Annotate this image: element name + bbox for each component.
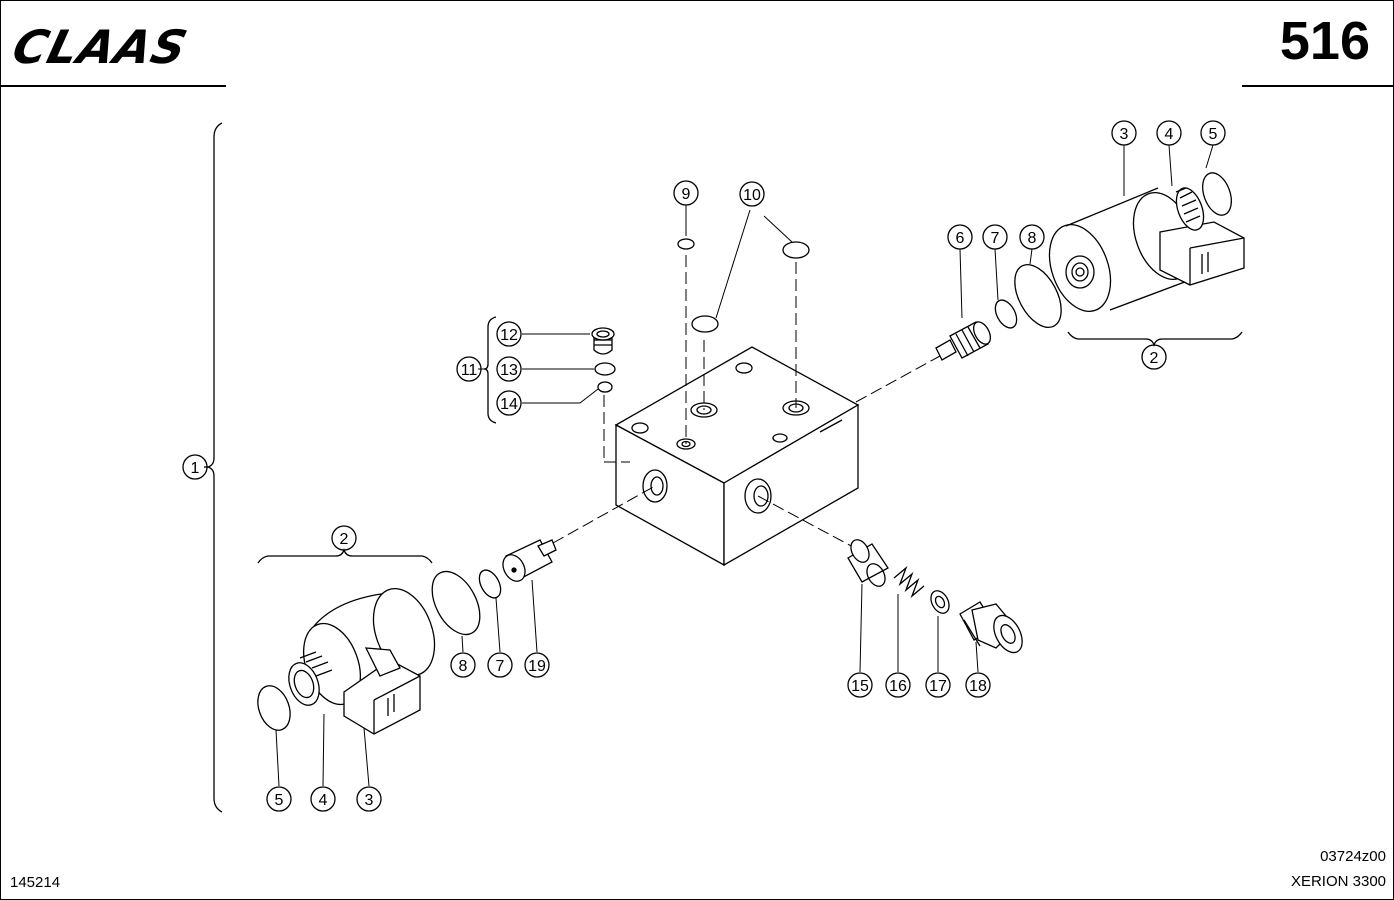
callout-label: 19 — [528, 658, 546, 675]
callout-11[interactable]: 11 — [456, 356, 482, 382]
drawing-code: 03724z00 — [1320, 848, 1386, 865]
bracket-solenoid-left — [257, 547, 433, 564]
spring-16 — [893, 565, 925, 599]
valve-cartridge-6 — [935, 321, 992, 361]
callout-label: 17 — [929, 678, 947, 695]
callout-label: 8 — [459, 658, 468, 675]
document-id: 145214 — [10, 874, 61, 891]
assembly-axes — [552, 255, 941, 549]
valve-cartridge-19 — [502, 539, 557, 582]
valve-block — [614, 346, 860, 567]
callout-4-left[interactable]: 4 — [310, 786, 336, 812]
callout-18[interactable]: 18 — [965, 672, 991, 698]
oring-8-right — [1014, 264, 1062, 328]
callout-label: 12 — [500, 327, 518, 344]
knurled-nut-right — [1175, 187, 1205, 231]
leader-lines — [275, 144, 1214, 787]
oring-7-left — [478, 569, 502, 599]
callout-label: 6 — [956, 230, 965, 247]
oring-10-lower — [691, 315, 719, 333]
callout-label: 11 — [461, 362, 478, 379]
callout-1[interactable]: 1 — [182, 454, 208, 480]
oring-9 — [677, 238, 695, 250]
oring-7-right — [994, 299, 1018, 329]
callout-8-left[interactable]: 8 — [450, 652, 476, 678]
callout-label: 4 — [319, 792, 328, 809]
callout-label: 4 — [1165, 126, 1174, 143]
callout-19[interactable]: 19 — [524, 652, 550, 678]
callout-17[interactable]: 17 — [925, 672, 951, 698]
callout-label: 2 — [340, 531, 349, 548]
callout-16[interactable]: 16 — [885, 672, 911, 698]
oring-14 — [597, 381, 613, 393]
callout-15[interactable]: 15 — [847, 672, 873, 698]
callout-label: 15 — [851, 678, 869, 695]
oring-10-top — [782, 241, 810, 259]
callout-label: 18 — [969, 678, 987, 695]
callout-13[interactable]: 13 — [496, 356, 522, 382]
solenoid-coil-right — [1048, 187, 1245, 316]
callout-3-left[interactable]: 3 — [356, 786, 382, 812]
oring-5-left — [257, 685, 291, 731]
callout-8-right[interactable]: 8 — [1019, 224, 1045, 250]
model-name: XERION 3300 — [1290, 873, 1386, 890]
solenoid-coil-left — [303, 587, 438, 735]
page-number: 516 — [1279, 11, 1370, 71]
washer-17 — [930, 590, 950, 614]
callout-7-right[interactable]: 7 — [982, 224, 1008, 250]
callout-label: 7 — [991, 230, 1000, 247]
callout-7-left[interactable]: 7 — [487, 652, 513, 678]
callout-3-right[interactable]: 3 — [1111, 120, 1137, 146]
sleeve-15 — [847, 539, 889, 587]
callout-5-right[interactable]: 5 — [1200, 120, 1226, 146]
callout-label: 3 — [1120, 126, 1129, 143]
callout-12[interactable]: 12 — [496, 321, 522, 347]
bracket-assembly-11 — [483, 316, 497, 424]
oring-8-left — [431, 570, 481, 636]
callout-2-right[interactable]: 2 — [1141, 344, 1167, 370]
callout-9[interactable]: 9 — [673, 180, 699, 206]
callout-label: 2 — [1150, 350, 1159, 367]
oring-13 — [594, 362, 616, 376]
plug-18 — [959, 601, 1023, 654]
callout-label: 16 — [889, 678, 907, 695]
callout-label: 10 — [743, 187, 761, 204]
callout-label: 5 — [275, 792, 284, 809]
callout-10[interactable]: 10 — [739, 181, 765, 207]
callout-label: 1 — [191, 460, 200, 477]
callout-6[interactable]: 6 — [947, 224, 973, 250]
callout-label: 13 — [500, 362, 518, 379]
callout-label: 8 — [1028, 230, 1037, 247]
callout-label: 3 — [365, 792, 374, 809]
callout-2-left[interactable]: 2 — [331, 525, 357, 551]
callout-label: 14 — [500, 396, 518, 413]
callout-label: 7 — [496, 658, 505, 675]
callout-5-left[interactable]: 5 — [266, 786, 292, 812]
oring-5-right — [1202, 172, 1232, 216]
callout-label: 5 — [1209, 126, 1218, 143]
bracket-solenoid-right — [1067, 331, 1243, 348]
callout-4-right[interactable]: 4 — [1156, 120, 1182, 146]
plug-12 — [591, 327, 615, 355]
bracket-assembly-1 — [205, 122, 223, 813]
callout-14[interactable]: 14 — [496, 390, 522, 416]
knurled-nut-left — [288, 651, 333, 706]
callout-label: 9 — [682, 186, 691, 203]
